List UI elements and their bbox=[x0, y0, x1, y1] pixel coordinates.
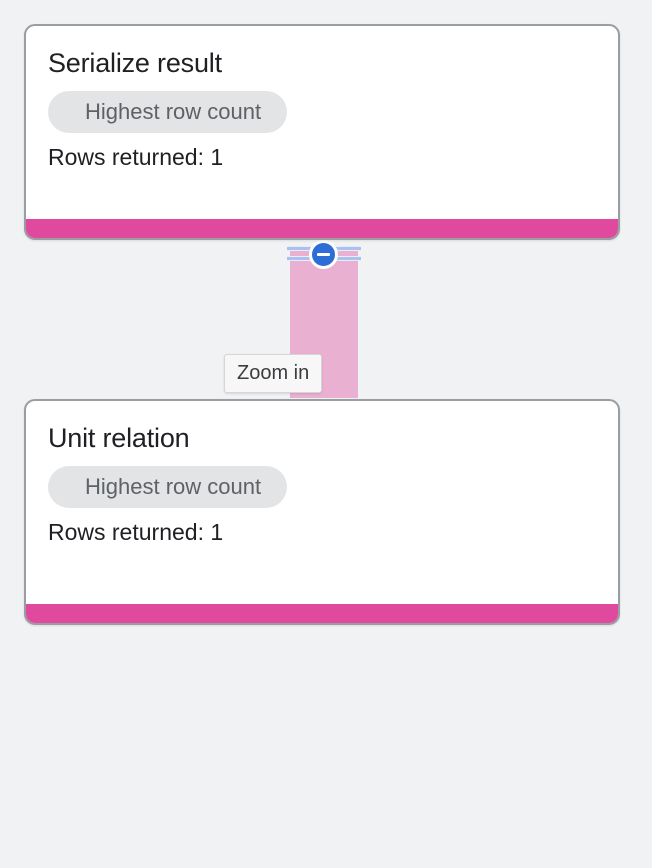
node-badge: Highest row count bbox=[48, 466, 288, 508]
node-content: Serialize result Highest row count Rows … bbox=[26, 26, 618, 172]
node-unit-relation[interactable]: Unit relation Highest row count Rows ret… bbox=[24, 399, 620, 625]
node-accent-bar bbox=[26, 604, 618, 623]
tooltip-zoom-in: Zoom in bbox=[224, 354, 323, 393]
node-title: Serialize result bbox=[48, 48, 222, 78]
edge-guide-line-right-top bbox=[325, 246, 361, 251]
edge-guide-line-right-bottom bbox=[325, 256, 361, 261]
edge-guide-line-left-top bbox=[287, 246, 323, 251]
node-rows-returned: Rows returned: 1 bbox=[48, 144, 224, 170]
node-rows-returned: Rows returned: 1 bbox=[48, 519, 224, 545]
node-accent-bar bbox=[26, 219, 618, 238]
node-badge: Highest row count bbox=[48, 91, 288, 133]
edge-guide-line-left-bottom bbox=[287, 256, 323, 261]
node-content: Unit relation Highest row count Rows ret… bbox=[26, 401, 618, 547]
node-title: Unit relation bbox=[48, 423, 190, 453]
minus-circle-icon[interactable] bbox=[309, 240, 338, 269]
minus-glyph bbox=[317, 253, 330, 256]
node-serialize-result[interactable]: Serialize result Highest row count Rows … bbox=[24, 24, 620, 240]
